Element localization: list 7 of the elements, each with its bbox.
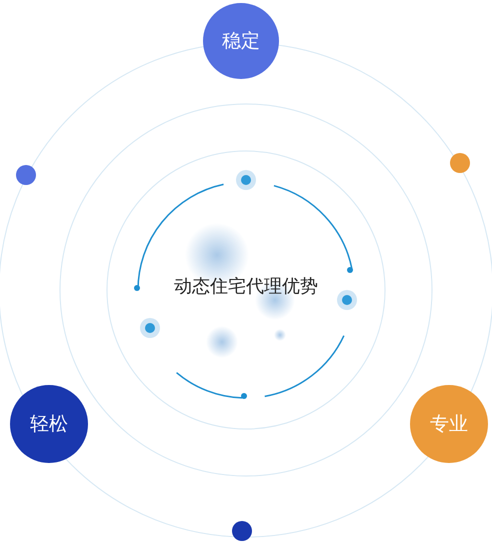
orbit-dot [232,521,252,541]
orbit-dot [16,165,36,185]
feature-circle: 稳定 [203,3,279,79]
feature-circle: 专业 [410,385,488,463]
title: 动态住宅代理优势 [173,275,319,298]
feature-circle: 轻松 [10,385,88,463]
orbit-dot [450,153,470,173]
